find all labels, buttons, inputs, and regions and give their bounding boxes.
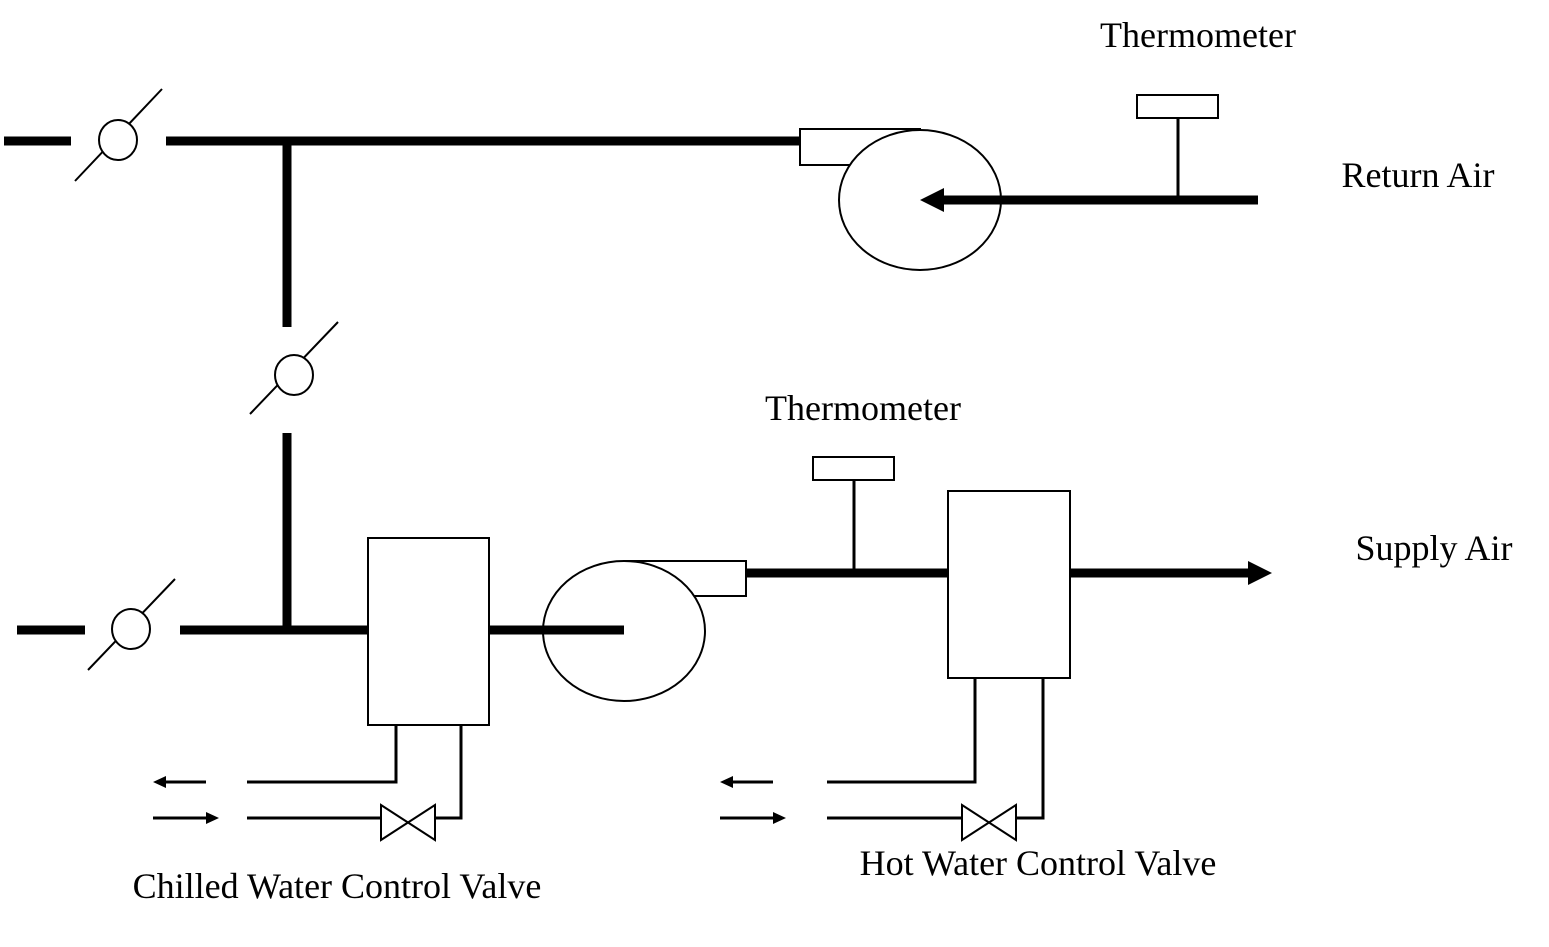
hot-valve-label: Hot Water Control Valve: [860, 843, 1217, 883]
return-fan: [799, 128, 1258, 271]
hot-water-control-valve: [961, 803, 1017, 842]
heating-coil: [947, 490, 1071, 679]
arrow-left-icon: [153, 776, 166, 788]
return-air-label: Return Air: [1342, 155, 1495, 195]
supply-thermometer-label: Thermometer: [765, 388, 961, 428]
cooling-coil: [367, 537, 490, 726]
supply-fan: [540, 560, 747, 702]
supply-thermometer: [812, 456, 895, 573]
chilled-water-control-valve: [380, 803, 436, 842]
outside-air-damper: [87, 578, 176, 671]
arrow-right-icon: [206, 812, 219, 824]
return-duct: [4, 136, 800, 630]
hot-water-piping: [720, 678, 1045, 824]
recirculation-damper: [249, 321, 339, 415]
arrow-right-icon: [773, 812, 786, 824]
chilled-water-piping: [153, 725, 463, 824]
exhaust-damper: [74, 88, 163, 182]
return-thermometer: [1136, 94, 1219, 200]
supply-air-label: Supply Air: [1355, 528, 1512, 568]
arrow-left-icon: [720, 776, 733, 788]
return-thermometer-label: Thermometer: [1100, 15, 1296, 55]
chilled-valve-label: Chilled Water Control Valve: [133, 866, 542, 906]
